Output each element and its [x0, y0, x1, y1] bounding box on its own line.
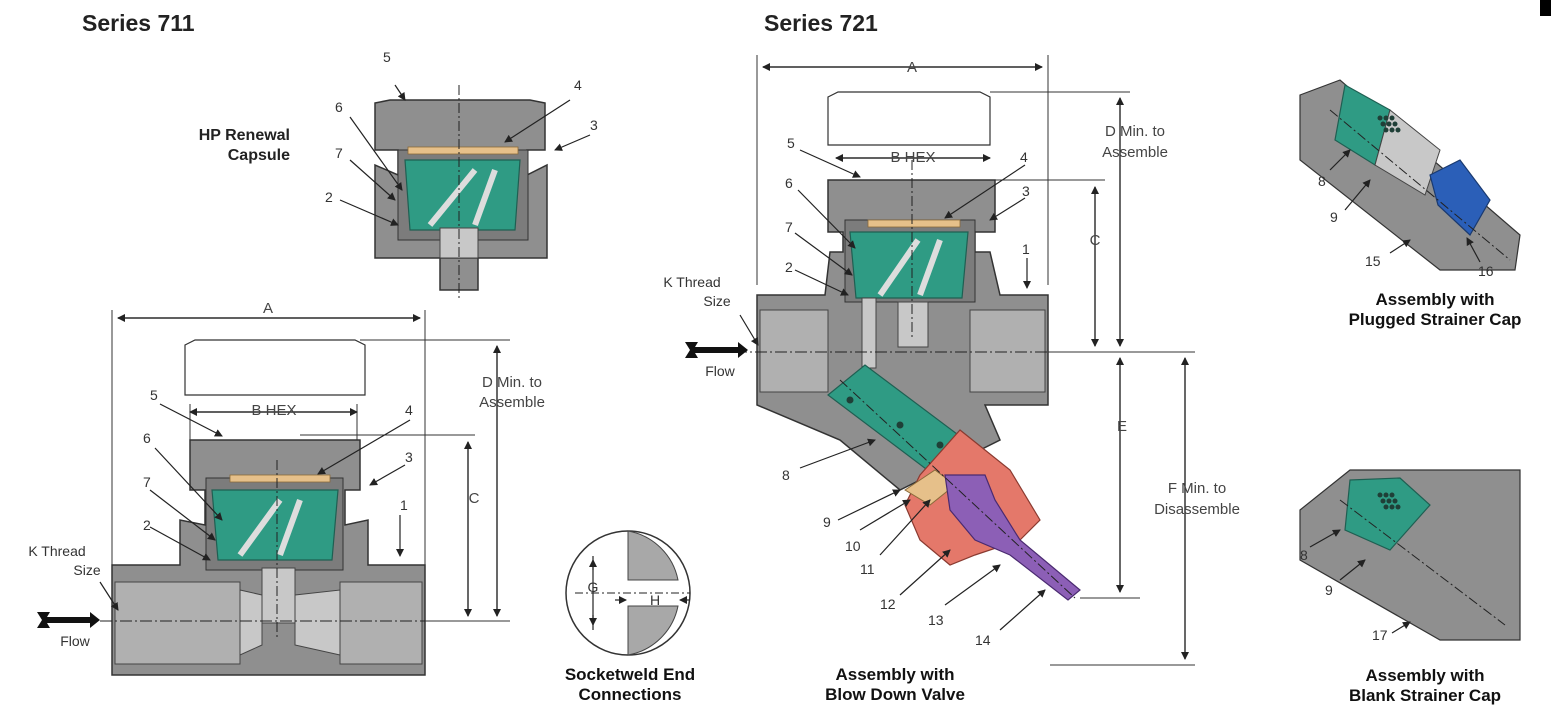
capsule-callout-3: 3 — [590, 117, 598, 133]
s721-dim-e: E — [1117, 418, 1127, 435]
s711-callout-7: 7 — [143, 474, 151, 490]
plugged-callout-15: 15 — [1365, 253, 1381, 269]
blank-caption-line1: Assembly with — [1365, 666, 1485, 685]
s711-callout-1: 1 — [400, 497, 408, 513]
capsule-callout-7: 7 — [335, 145, 343, 161]
s721-flow-label: Flow — [705, 363, 735, 379]
s711-k-thread-line1: K Thread — [28, 543, 85, 559]
s711-callout-6: 6 — [143, 430, 151, 446]
socketweld-caption-line1: Socketweld End — [564, 665, 696, 684]
hp-renewal-label-line2: Capsule — [228, 147, 290, 164]
s721-callout-5: 5 — [787, 135, 795, 151]
s711-callout-4: 4 — [405, 402, 413, 418]
s721-dim-a: A — [907, 59, 917, 76]
s721-callout-1: 1 — [1022, 241, 1030, 257]
corner-mark — [1540, 0, 1551, 16]
series-711-title: Series 711 — [82, 10, 195, 36]
socketweld-caption-line2: Connections — [578, 685, 682, 704]
socketweld-dim-g: G — [588, 579, 599, 595]
series-711-body-drawing — [37, 310, 510, 676]
s721-k-thread-line2: Size — [703, 293, 730, 309]
capsule-callout-5: 5 — [383, 49, 391, 65]
s721-k-thread-line1: K Thread — [663, 274, 720, 290]
s711-flow-label: Flow — [60, 633, 90, 649]
s721-callout-10: 10 — [845, 538, 861, 554]
s721-callout-12: 12 — [880, 596, 896, 612]
s721-dim-f-line2: Disassemble — [1154, 501, 1240, 518]
s721-dim-c: C — [1090, 232, 1101, 249]
s721-callout-4: 4 — [1020, 149, 1028, 165]
series-721-title: Series 721 — [764, 10, 878, 36]
blow-down-caption-line2: Blow Down Valve — [825, 685, 965, 704]
plugged-callout-8: 8 — [1318, 173, 1326, 189]
capsule-callout-2: 2 — [325, 189, 333, 205]
socketweld-caption: Socketweld End Connections — [530, 665, 730, 705]
hp-renewal-capsule-drawing — [339, 84, 591, 298]
blank-strainer-cap-drawing — [1299, 469, 1521, 641]
blank-callout-9: 9 — [1325, 582, 1333, 598]
s721-dim-d-line1: D Min. to — [1105, 123, 1165, 140]
capsule-callout-4: 4 — [574, 77, 582, 93]
s711-callout-5: 5 — [150, 387, 158, 403]
blank-caption: Assembly with Blank Strainer Cap — [1320, 666, 1530, 706]
s721-callout-14: 14 — [975, 632, 991, 648]
capsule-callout-6: 6 — [335, 99, 343, 115]
s711-dim-c: C — [469, 490, 480, 507]
s711-dim-a: A — [263, 300, 273, 317]
plugged-callout-16: 16 — [1478, 263, 1494, 279]
plugged-caption: Assembly with Plugged Strainer Cap — [1320, 290, 1550, 330]
s721-callout-9: 9 — [823, 514, 831, 530]
s711-dim-d-line2: Assemble — [479, 394, 545, 411]
series-721-drawing — [685, 55, 1195, 666]
s721-callout-8: 8 — [782, 467, 790, 483]
s721-dim-b-hex: B HEX — [890, 149, 935, 166]
blank-callout-17: 17 — [1372, 627, 1388, 643]
s721-callout-2: 2 — [785, 259, 793, 275]
s721-callout-13: 13 — [928, 612, 944, 628]
blank-caption-line2: Blank Strainer Cap — [1348, 686, 1502, 705]
s711-dim-b-hex: B HEX — [251, 402, 296, 419]
s711-dim-d-line1: D Min. to — [482, 374, 542, 391]
s711-k-thread-line2: Size — [73, 562, 100, 578]
s711-callout-3: 3 — [405, 449, 413, 465]
s721-callout-11: 11 — [860, 561, 875, 577]
plugged-callout-9: 9 — [1330, 209, 1338, 225]
s721-dim-f-line1: F Min. to — [1168, 480, 1226, 497]
socketweld-detail-drawing — [565, 530, 691, 656]
blank-callout-8: 8 — [1300, 547, 1308, 563]
plugged-strainer-cap-drawing — [1299, 79, 1521, 271]
s721-dim-d-line2: Assemble — [1102, 144, 1168, 161]
s711-callout-2: 2 — [143, 517, 151, 533]
socketweld-dim-h: H — [650, 592, 660, 608]
plugged-caption-line1: Assembly with — [1375, 290, 1495, 309]
s721-callout-6: 6 — [785, 175, 793, 191]
s721-callout-3: 3 — [1022, 183, 1030, 199]
blow-down-caption-line1: Assembly with — [835, 665, 955, 684]
plugged-caption-line2: Plugged Strainer Cap — [1348, 310, 1522, 329]
blow-down-caption: Assembly with Blow Down Valve — [790, 665, 1000, 705]
hp-renewal-label-line1: HP Renewal — [199, 127, 290, 144]
s721-callout-7: 7 — [785, 219, 793, 235]
